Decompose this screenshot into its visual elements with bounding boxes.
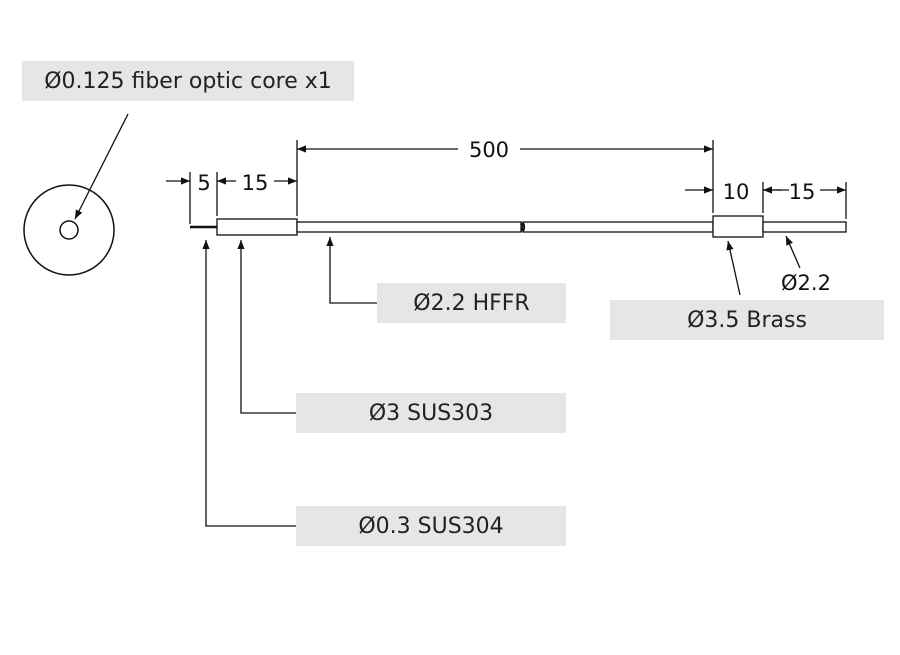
- sus304-callout: Ø0.3 SUS304: [296, 506, 566, 546]
- dim-sleeve-label: 10: [723, 180, 750, 204]
- sus303-callout: Ø3 SUS303: [296, 393, 566, 433]
- jacket-callout: Ø2.2 HFFR: [377, 283, 566, 323]
- dim-tail-label: 15: [789, 180, 816, 204]
- cable-jacket-left: [296, 221, 522, 233]
- cable-jacket-right: [522, 221, 714, 233]
- cable-tail: [762, 221, 847, 233]
- ferrule-leader: [237, 240, 296, 414]
- leader-lines: [202, 235, 801, 527]
- cable-cross-section: [23, 184, 115, 276]
- tip-leader: [202, 240, 296, 527]
- break-mark-right: [522, 221, 526, 233]
- dim-ferrule-label: 15: [242, 171, 269, 195]
- break-mark-left: [520, 221, 524, 233]
- dim-tip-label: 5: [197, 171, 210, 195]
- core-callout: Ø0.125 fiber optic core x1: [22, 61, 354, 101]
- jacket-leader: [326, 237, 377, 304]
- cross-section-view: [23, 113, 129, 276]
- dim-cable-length-label: 500: [469, 138, 509, 162]
- fiber-core: [59, 220, 79, 240]
- dim-tail-diameter-label: Ø2.2: [781, 271, 831, 295]
- brass-callout: Ø3.5 Brass: [610, 300, 884, 340]
- core-leader-line: [74, 113, 129, 220]
- brass-leader: [726, 240, 741, 296]
- side-view: [190, 215, 847, 238]
- brass-sleeve: [712, 215, 764, 238]
- tail-diameter-leader: [785, 235, 801, 269]
- ferrule-body: [216, 218, 298, 236]
- dimension-lines: [166, 140, 847, 224]
